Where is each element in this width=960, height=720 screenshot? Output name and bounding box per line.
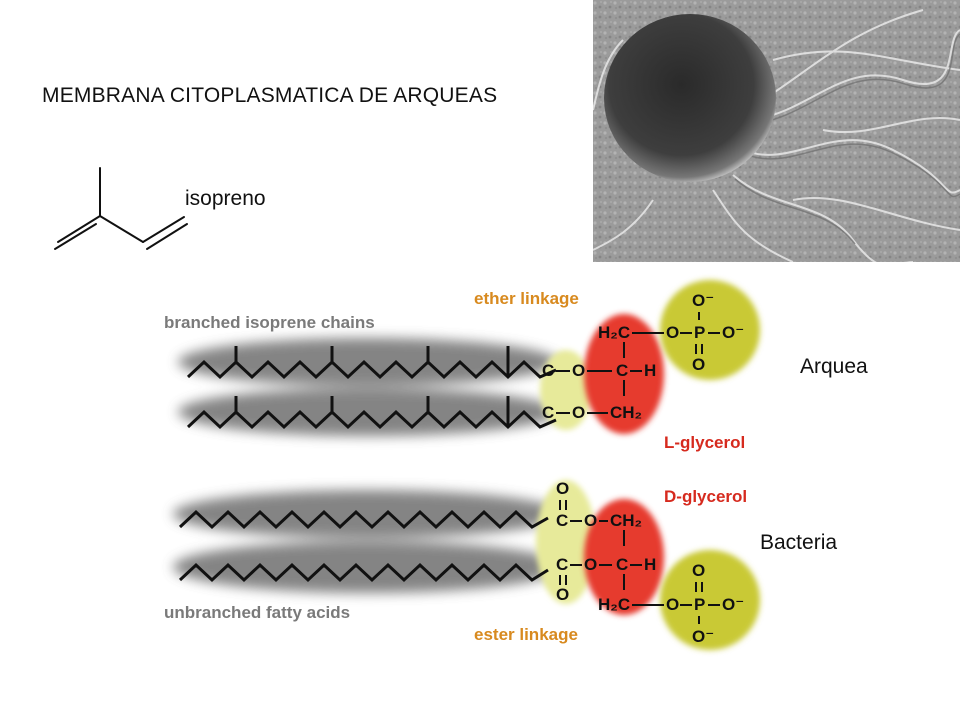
bacteria-o-lower: O <box>584 555 597 574</box>
d-glycerol-region <box>584 499 664 615</box>
archaea-c-lower: C <box>542 403 554 422</box>
archaea-c-upper: C <box>542 361 554 380</box>
chain-shadows <box>173 338 563 593</box>
l-glycerol-region <box>584 314 664 434</box>
isoprene-label: isopreno <box>185 187 266 210</box>
bacteria-o-double: O <box>692 561 705 580</box>
unbranched-chains-label: unbranched fatty acids <box>164 603 350 622</box>
archaea-o-to-p: O <box>666 323 679 342</box>
unbranched-fatty-acid-chains <box>178 509 549 583</box>
bacteria-c-center: C <box>616 555 628 574</box>
bacteria-glycerol-chemistry: O C O CH₂ C O C H O H₂C O P O⁻ O O⁻ <box>556 479 744 646</box>
archaea-o-double: O <box>692 355 705 374</box>
isoprene-single-bond <box>99 215 144 243</box>
bacteria-h: H <box>644 555 656 574</box>
l-glycerol-label: L-glycerol <box>664 433 745 452</box>
archaea-glycerol-chemistry: H₂C O P O⁻ O⁻ O C O C H C O CH₂ <box>542 291 744 422</box>
page-title: MEMBRANA CITOPLASMATICA DE ARQUEAS <box>42 84 498 107</box>
archaea-ch2: CH₂ <box>610 403 642 422</box>
flagella <box>593 9 960 262</box>
archaea-h2c-top: H₂C <box>598 323 630 342</box>
bacteria-c-lower: C <box>556 555 568 574</box>
bacteria-o-carbonyl-upper: O <box>556 479 569 498</box>
archaea-phosphate-region <box>660 280 760 380</box>
bacteria-label: Bacteria <box>760 531 838 554</box>
bacteria-c-upper: C <box>556 511 568 530</box>
bacteria-phosphate-region <box>660 550 760 650</box>
archaea-o-lower: O <box>572 403 585 422</box>
archaea-o-upper: O <box>572 361 585 380</box>
archaea-p: P <box>694 323 705 342</box>
bacteria-o-minus-right: O⁻ <box>722 595 744 614</box>
branched-chains-label: branched isoprene chains <box>164 313 375 332</box>
bacteria-ch2: CH₂ <box>610 511 642 530</box>
arquea-label: Arquea <box>800 355 868 378</box>
ester-linkage-label: ester linkage <box>474 625 578 644</box>
bacteria-o-carbonyl-lower: O <box>556 585 569 604</box>
archaea-o-minus-top: O⁻ <box>692 291 714 310</box>
bacteria-h2c-bottom: H₂C <box>598 595 630 614</box>
membrane-lipid-figure: branched isoprene chains unbranched fatt… <box>158 262 790 660</box>
isoprene-double-bond-a1 <box>57 215 101 243</box>
archaea-h: H <box>644 361 656 380</box>
bacteria-p: P <box>694 595 705 614</box>
d-glycerol-label: D-glycerol <box>664 487 747 506</box>
ester-linkage-region <box>536 480 596 604</box>
bacteria-o-upper: O <box>584 511 597 530</box>
archaea-o-minus-right: O⁻ <box>722 323 744 342</box>
bacteria-o-to-p: O <box>666 595 679 614</box>
branched-isoprene-chains <box>186 346 557 430</box>
isoprene-structure <box>54 167 188 250</box>
isoprene-double-bond-b2 <box>146 223 188 250</box>
archaea-c-center: C <box>616 361 628 380</box>
isoprene-double-bond-b1 <box>142 216 185 243</box>
archaea-micrograph <box>593 0 960 262</box>
bacteria-o-minus-bottom: O⁻ <box>692 627 714 646</box>
isoprene-double-bond-a2 <box>54 223 97 250</box>
archaea-cell <box>604 14 776 182</box>
ether-linkage-label: ether linkage <box>474 289 579 308</box>
